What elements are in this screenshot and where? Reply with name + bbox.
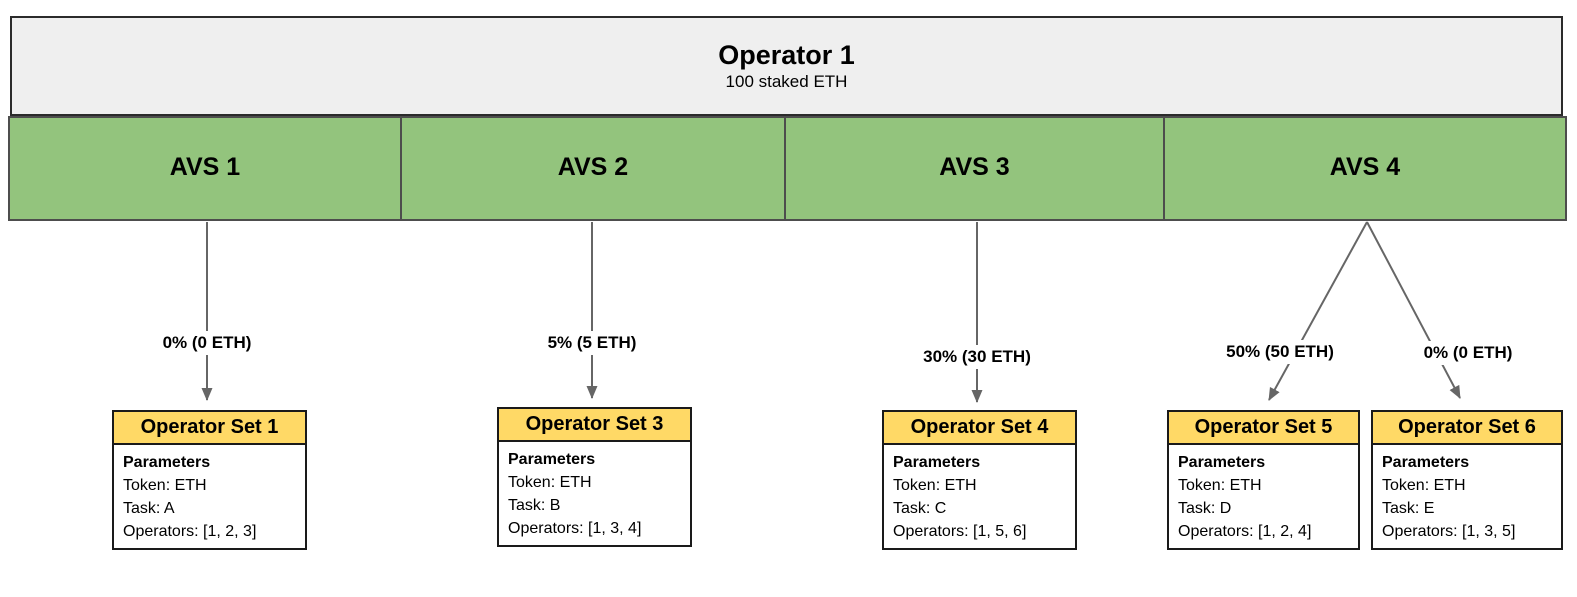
param-task: Task: B: [508, 497, 561, 514]
avs-cell-4: AVS 4: [1329, 153, 1401, 181]
allocation-label-avs1: 0% (0 ETH): [157, 331, 257, 355]
operator-set-params: Parameters Token: ETH Task: E Operators:…: [1373, 445, 1561, 549]
operator-set-card-3: Operator Set 3 Parameters Token: ETH Tas…: [497, 407, 692, 547]
operator-set-params: Parameters Token: ETH Task: B Operators:…: [499, 442, 690, 546]
params-heading: Parameters: [123, 454, 211, 471]
param-token: Token: ETH: [1382, 477, 1466, 494]
avs-bar: AVS 1 AVS 2 AVS 3 AVS 4: [8, 116, 1567, 221]
param-operators: Operators: [1, 3, 5]: [1382, 523, 1516, 540]
arrow-avs4-to-set5: [1268, 221, 1368, 401]
allocation-label-avs3: 30% (30 ETH): [918, 345, 1036, 369]
operator-title: Operator 1: [718, 40, 855, 70]
operator-set-title: Operator Set 6: [1373, 412, 1561, 445]
operator-set-params: Parameters Token: ETH Task: A Operators:…: [114, 445, 305, 549]
operator-set-card-1: Operator Set 1 Parameters Token: ETH Tas…: [112, 410, 307, 550]
param-operators: Operators: [1, 3, 4]: [508, 520, 642, 537]
avs-cell-3: AVS 3: [786, 118, 1165, 219]
param-operators: Operators: [1, 5, 6]: [893, 523, 1027, 540]
arrow-avs4-to-set6: [1366, 221, 1461, 399]
operator-box: Operator 1 100 staked ETH: [10, 16, 1563, 116]
operator-set-card-6: Operator Set 6 Parameters Token: ETH Tas…: [1371, 410, 1563, 550]
operator-set-card-5: Operator Set 5 Parameters Token: ETH Tas…: [1167, 410, 1360, 550]
param-token: Token: ETH: [893, 477, 977, 494]
param-task: Task: D: [1178, 500, 1232, 517]
operator-set-title: Operator Set 1: [114, 412, 305, 445]
avs-cell-1: AVS 1: [10, 118, 402, 219]
param-token: Token: ETH: [1178, 477, 1262, 494]
params-heading: Parameters: [1178, 454, 1266, 471]
operator-set-title: Operator Set 5: [1169, 412, 1358, 445]
operator-stake-subtitle: 100 staked ETH: [725, 72, 848, 91]
param-token: Token: ETH: [123, 477, 207, 494]
param-task: Task: E: [1382, 500, 1435, 517]
params-heading: Parameters: [508, 451, 596, 468]
operator-set-params: Parameters Token: ETH Task: C Operators:…: [884, 445, 1075, 549]
operator-set-params: Parameters Token: ETH Task: D Operators:…: [1169, 445, 1358, 549]
params-heading: Parameters: [893, 454, 981, 471]
operator-set-title: Operator Set 3: [499, 409, 690, 442]
param-operators: Operators: [1, 2, 4]: [1178, 523, 1312, 540]
operator-set-card-4: Operator Set 4 Parameters Token: ETH Tas…: [882, 410, 1077, 550]
allocation-label-avs2: 5% (5 ETH): [542, 331, 642, 355]
param-token: Token: ETH: [508, 474, 592, 491]
operator-set-title: Operator Set 4: [884, 412, 1075, 445]
params-heading: Parameters: [1382, 454, 1470, 471]
param-task: Task: A: [123, 500, 175, 517]
allocation-label-avs4-right: 0% (0 ETH): [1418, 341, 1518, 365]
allocation-label-avs4-left: 50% (50 ETH): [1221, 340, 1339, 364]
param-task: Task: C: [893, 500, 947, 517]
param-operators: Operators: [1, 2, 3]: [123, 523, 257, 540]
avs-cell-2: AVS 2: [402, 118, 786, 219]
